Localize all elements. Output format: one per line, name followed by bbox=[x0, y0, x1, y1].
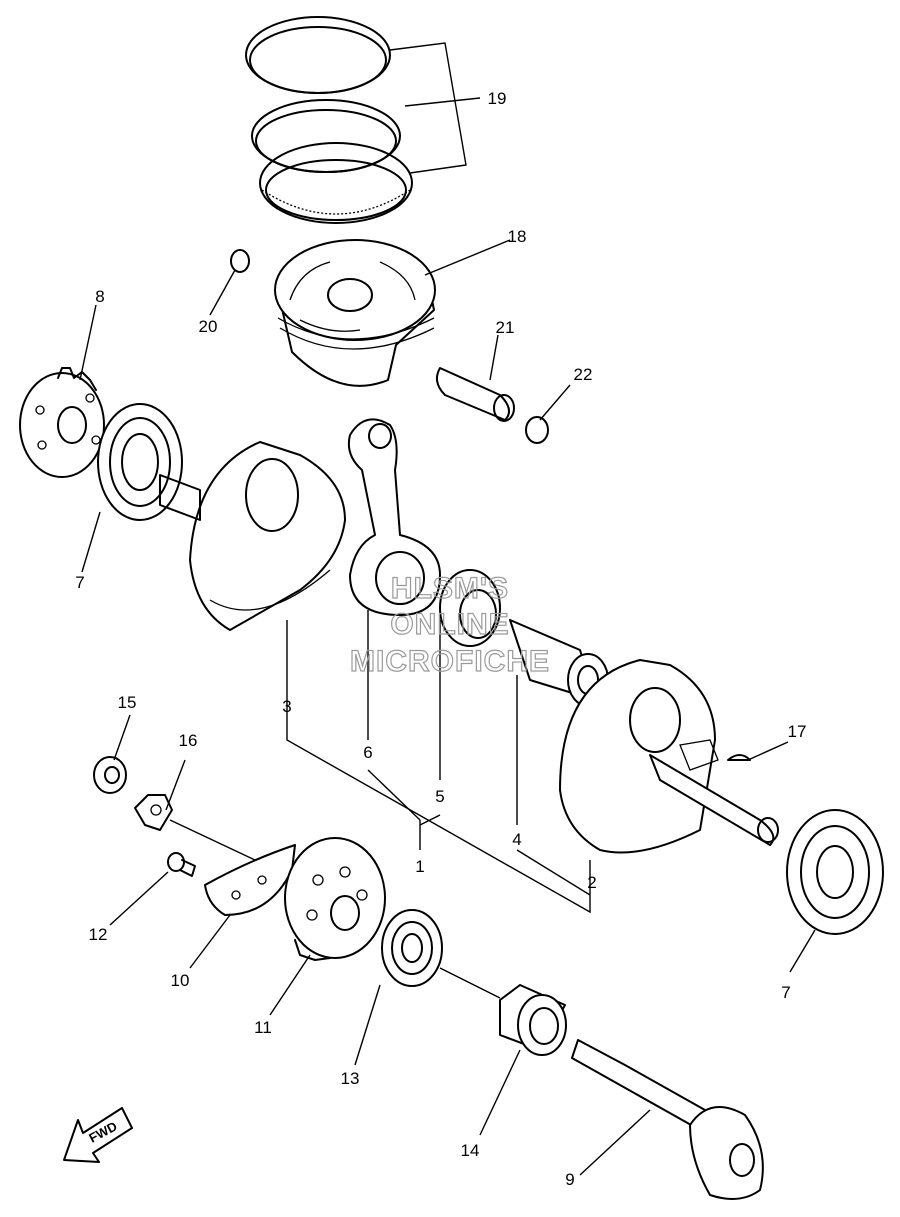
bolt bbox=[167, 852, 196, 877]
fwd-arrow-icon: FWD bbox=[63, 1107, 133, 1163]
drive-gear bbox=[19, 367, 105, 478]
callout-13: 13 bbox=[341, 1069, 360, 1088]
callout-7-left: 7 bbox=[75, 573, 84, 592]
bearing-left bbox=[97, 403, 183, 521]
callout-17: 17 bbox=[788, 722, 807, 741]
nut bbox=[93, 756, 127, 794]
watermark: HLSM'S ONLINE MICROFICHE bbox=[349, 571, 550, 678]
piston-ring-set bbox=[245, 16, 413, 224]
callout-1: 1 bbox=[415, 857, 424, 876]
watermark-line-1: HLSM'S bbox=[391, 572, 509, 605]
callout-12: 12 bbox=[89, 925, 108, 944]
bearing-right bbox=[786, 809, 884, 935]
circlip-20 bbox=[230, 249, 250, 273]
callout-18: 18 bbox=[508, 227, 527, 246]
callout-6: 6 bbox=[363, 743, 372, 762]
leader-lines bbox=[79, 42, 816, 1176]
callout-2: 2 bbox=[587, 873, 596, 892]
callout-10: 10 bbox=[171, 971, 190, 990]
balancer-gear bbox=[284, 837, 386, 961]
circlip-22 bbox=[525, 416, 549, 444]
callout-21: 21 bbox=[496, 318, 515, 337]
callout-22: 22 bbox=[574, 365, 593, 384]
watermark-line-2: ONLINE bbox=[390, 608, 509, 641]
callout-8: 8 bbox=[95, 287, 104, 306]
callout-5: 5 bbox=[435, 787, 444, 806]
callout-11: 11 bbox=[254, 1018, 272, 1037]
callout-4: 4 bbox=[512, 830, 521, 849]
callout-7-right: 7 bbox=[781, 983, 790, 1002]
connecting-rod bbox=[347, 418, 441, 616]
callout-3: 3 bbox=[282, 697, 291, 716]
crank-web-left bbox=[159, 441, 346, 631]
crankpin-bearing bbox=[439, 569, 501, 647]
woodruff-key bbox=[727, 754, 751, 761]
crank-web-right bbox=[559, 659, 779, 854]
balancer-bearing bbox=[381, 909, 443, 987]
needle-bearing bbox=[499, 984, 567, 1056]
callout-20: 20 bbox=[199, 317, 218, 336]
balancer-shaft bbox=[571, 1039, 764, 1200]
lock-washer bbox=[134, 794, 173, 831]
callout-19: 19 bbox=[488, 89, 507, 108]
balancer-weight bbox=[204, 844, 296, 916]
watermark-line-3: MICROFICHE bbox=[350, 645, 550, 678]
callout-15: 15 bbox=[118, 693, 137, 712]
callout-labels: 1 2 3 4 5 6 7 7 8 9 10 11 12 13 14 15 16… bbox=[75, 89, 806, 1189]
callout-16: 16 bbox=[179, 731, 198, 750]
callout-14: 14 bbox=[461, 1141, 480, 1160]
piston bbox=[274, 239, 436, 387]
piston-pin bbox=[435, 367, 515, 422]
callout-9: 9 bbox=[565, 1170, 574, 1189]
